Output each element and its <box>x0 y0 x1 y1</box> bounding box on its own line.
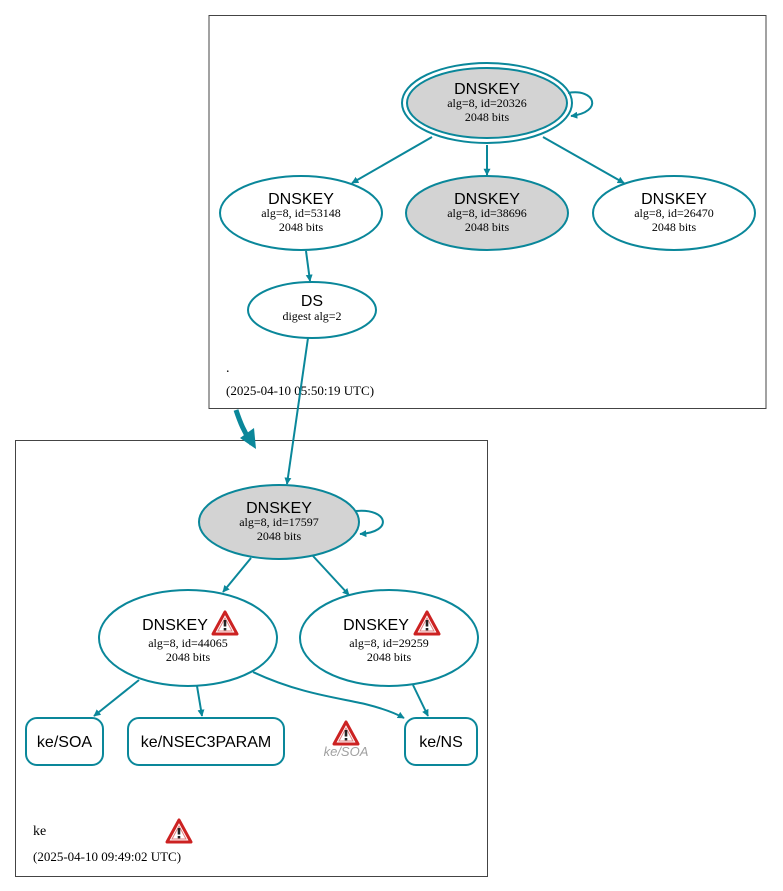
root-zsk2-alg: alg=8, id=38696 <box>447 206 527 220</box>
root-zsk-53148-node[interactable]: DNSKEY alg=8, id=53148 2048 bits <box>219 175 383 251</box>
ke-zone-name: ke <box>33 824 46 839</box>
edge-ke-zsk1-to-ns <box>252 671 405 719</box>
root-ksk-node[interactable]: DNSKEY alg=8, id=20326 2048 bits <box>401 62 573 144</box>
root-ksk-self-edge <box>567 91 593 119</box>
ke-zsk1-title: DNSKEY <box>142 617 208 634</box>
rrset-ke-soa[interactable]: ke/SOA <box>25 717 104 766</box>
ds-title: DS <box>301 293 323 310</box>
rrset-ke-ns-label: ke/NS <box>419 734 463 751</box>
ke-ksk-node[interactable]: DNSKEY alg=8, id=17597 2048 bits <box>198 484 360 560</box>
root-zsk2-bits: 2048 bits <box>465 220 510 234</box>
edge-ke-ksk-to-zsk2 <box>312 555 350 596</box>
root-zsk-26470-node[interactable]: DNSKEY alg=8, id=26470 2048 bits <box>592 175 756 251</box>
root-zsk2-title: DNSKEY <box>454 191 520 208</box>
root-zsk1-title: DNSKEY <box>268 191 334 208</box>
ke-zsk2-bits: 2048 bits <box>367 650 412 664</box>
edge-ke-zsk1-to-nsec3param <box>196 685 205 717</box>
ke-ksk-title: DNSKEY <box>246 500 312 517</box>
edge-root-ksk-to-zsk3 <box>542 136 625 184</box>
ke-ksk-self-edge <box>355 509 384 538</box>
root-ksk-alg: alg=8, id=20326 <box>447 96 527 110</box>
ke-ksk-bits: 2048 bits <box>257 529 302 543</box>
ke-zone-timestamp: (2025-04-10 09:49:02 UTC) <box>33 849 181 864</box>
edge-ke-ksk-to-zsk1 <box>222 557 252 593</box>
edge-zsk1-to-ds <box>305 250 313 282</box>
warning-icon <box>332 720 360 746</box>
ds-digest: digest alg=2 <box>282 309 341 323</box>
root-zsk1-alg: alg=8, id=53148 <box>261 206 341 220</box>
root-zsk1-bits: 2048 bits <box>279 220 324 234</box>
edge-root-ksk-to-zsk1 <box>351 136 433 184</box>
ke-zsk1-alg: alg=8, id=44065 <box>148 636 228 650</box>
edge-ds-to-ke-ksk <box>284 337 309 485</box>
rrset-ke-ns[interactable]: ke/NS <box>404 717 478 766</box>
ke-zsk2-alg: alg=8, id=29259 <box>349 636 429 650</box>
ke-zsk1-bits: 2048 bits <box>166 650 211 664</box>
edge-ke-zsk1-to-soa <box>93 679 140 717</box>
root-zsk-38696-node[interactable]: DNSKEY alg=8, id=38696 2048 bits <box>405 175 569 251</box>
rrset-ke-soa-label: ke/SOA <box>37 734 92 751</box>
root-zsk3-title: DNSKEY <box>641 191 707 208</box>
root-ksk-bits: 2048 bits <box>465 110 510 124</box>
root-zone-cluster <box>208 15 767 409</box>
rrset-ke-nsec3param-label: ke/NSEC3PARAM <box>141 734 271 751</box>
rrset-ke-nsec3param[interactable]: ke/NSEC3PARAM <box>127 717 285 766</box>
root-zsk3-alg: alg=8, id=26470 <box>634 206 714 220</box>
ke-ksk-alg: alg=8, id=17597 <box>239 515 319 529</box>
ds-node[interactable]: DS digest alg=2 <box>247 281 377 339</box>
ghost-ke-soa-label: ke/SOA <box>324 744 369 759</box>
ghost-ke-soa[interactable]: ke/SOA <box>324 720 369 759</box>
delegation-arrowhead <box>240 428 256 449</box>
root-ksk-title: DNSKEY <box>454 81 520 98</box>
root-zone-name: . <box>226 361 230 376</box>
ke-zsk2-title: DNSKEY <box>343 617 409 634</box>
ke-zsk-29259-node[interactable]: DNSKEY alg=8, id=29259 2048 bits <box>299 589 479 687</box>
root-zsk3-bits: 2048 bits <box>652 220 697 234</box>
ke-zsk-44065-node[interactable]: DNSKEY alg=8, id=44065 2048 bits <box>98 589 278 687</box>
edge-ke-zsk2-to-ns <box>412 684 429 717</box>
warning-icon <box>165 818 193 844</box>
